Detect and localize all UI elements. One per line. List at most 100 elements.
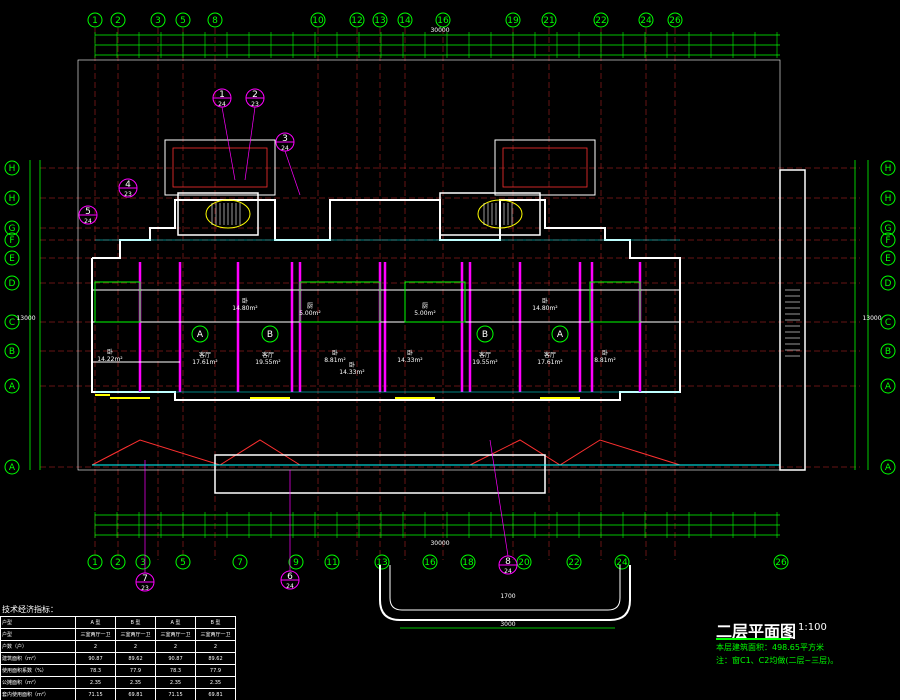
balcony-dim-top: 1700	[500, 593, 515, 600]
table-cell: 三室两厅一卫	[155, 628, 196, 641]
bathroom-block	[94, 281, 141, 323]
grid-label-bottom-bubble	[422, 554, 438, 570]
room-name: 卧	[332, 349, 338, 357]
room-name: 卧	[107, 348, 113, 356]
drawing-scale: 1:100	[798, 622, 827, 633]
callout-leader	[489, 439, 509, 557]
table-cell: 套内使用面积（m²）	[0, 688, 76, 700]
table-cell: 建筑面积（m²）	[0, 652, 76, 665]
balcony-dim-bottom: 3000	[500, 621, 515, 628]
grid-label-top: 22	[595, 16, 606, 26]
grid-label-right: E	[885, 254, 891, 264]
detail-callout-number: 8	[505, 557, 511, 567]
grid-label-top-bubble	[110, 12, 126, 28]
room-name: 客厅	[199, 351, 211, 359]
grid-label-bottom: 16	[424, 558, 436, 568]
table-cell: B 型	[115, 616, 156, 629]
grid-label-top-bubble	[372, 12, 388, 28]
balcony-detail	[379, 565, 631, 621]
room-name: 卧	[242, 297, 248, 305]
site-boundary	[77, 59, 781, 471]
table-cell: 三室两厅一卫	[195, 628, 236, 641]
grid-label-left: A	[9, 463, 16, 473]
detail-callout-sheet: 24	[504, 568, 512, 575]
detail-callout-number: 1	[219, 90, 225, 100]
title-underline	[716, 638, 790, 640]
table-cell: 三室两厅一卫	[75, 628, 116, 641]
callout-leader	[221, 106, 236, 181]
callout-leader	[244, 106, 256, 181]
grid-label-right-bubble	[880, 343, 896, 359]
room-name: 厨	[307, 303, 313, 310]
grid-label-right-bubble	[880, 232, 896, 248]
table-cell: 2.35	[115, 676, 156, 689]
grid-label-bottom-bubble	[374, 554, 390, 570]
indicator-grid: 户型 A 型 B 型 A 型 B 型 户型 三室两厅一卫 三室两厅一卫 三室两厅…	[0, 616, 236, 700]
table-row: 使用面积系数（%） 78.3 77.9 78.3 77.9	[0, 664, 236, 677]
room-name: 卧	[602, 349, 608, 357]
balcony-detail-inner	[389, 565, 621, 611]
grid-label-left: G	[9, 224, 16, 234]
table-cell: 89.62	[195, 652, 236, 665]
grid-label-left-bubble	[4, 232, 20, 248]
detail-callout-sheet: 23	[251, 101, 259, 108]
table-cell: 77.9	[195, 664, 236, 677]
detail-callout-number: 6	[287, 572, 293, 582]
table-cell: 78.3	[75, 664, 116, 677]
grid-label-right: A	[885, 382, 892, 392]
grid-label-bottom: 22	[568, 558, 579, 568]
overall-width-bottom: 30000	[430, 540, 449, 547]
grid-label-top: 13	[374, 16, 385, 26]
grid-label-left-bubble	[4, 160, 20, 176]
table-cell: A 型	[75, 616, 116, 629]
grid-label-right: F	[885, 236, 890, 246]
balcony-outline	[469, 439, 780, 466]
grid-label-left-bubble	[4, 275, 20, 291]
detail-callout-sheet: 24	[84, 218, 92, 225]
roof-projection-inner	[172, 147, 268, 188]
grid-label-bottom-bubble	[614, 554, 630, 570]
grid-label-top: 5	[180, 16, 186, 26]
table-row: 户数（户） 2 2 2 2	[0, 640, 236, 653]
grid-label-top: 8	[212, 16, 218, 26]
room-area: 17.61m²	[192, 359, 218, 366]
table-cell: 2	[195, 640, 236, 653]
grid-label-left-bubble	[4, 190, 20, 206]
unit-type-label: A	[197, 330, 204, 340]
room-area: 8.81m²	[324, 357, 346, 364]
grid-label-right-bubble	[880, 459, 896, 475]
room-name: 卧	[349, 361, 355, 369]
room-area: 5.00m²	[299, 310, 321, 317]
detail-callout-number: 5	[85, 207, 91, 217]
grid-label-top: 2	[115, 16, 121, 26]
grid-label-left: E	[9, 254, 15, 264]
bathroom-block	[404, 281, 466, 323]
grid-label-right-bubble	[880, 160, 896, 176]
grid-label-top-bubble	[175, 12, 191, 28]
grid-label-bottom-bubble	[232, 554, 248, 570]
room-area: 14.33m²	[397, 357, 423, 364]
room-area: 5.00m²	[414, 310, 436, 317]
unit-type-bubble	[476, 325, 494, 343]
stair-landing	[477, 199, 523, 229]
grid-label-right-bubble	[880, 190, 896, 206]
detail-callout-sheet: 23	[124, 191, 132, 198]
grid-label-bottom: 3	[140, 558, 146, 568]
grid-label-right: A	[885, 463, 892, 473]
room-name: 客厅	[479, 351, 491, 359]
room-area: 14.80m²	[232, 305, 258, 312]
table-cell: 2	[115, 640, 156, 653]
grid-label-top-bubble	[207, 12, 223, 28]
grid-label-top-bubble	[397, 12, 413, 28]
table-cell: 使用面积系数（%）	[0, 664, 76, 677]
grid-label-bottom-bubble	[566, 554, 582, 570]
grid-label-left: A	[9, 382, 16, 392]
grid-label-top: 12	[351, 16, 362, 26]
detail-callout-number: 3	[282, 134, 288, 144]
room-name: 客厅	[544, 351, 556, 359]
table-header-row: 户型 A 型 B 型 A 型 B 型	[0, 616, 236, 629]
table-title: 技术经济指标：	[2, 605, 58, 614]
unit-type-bubble	[261, 325, 279, 343]
grid-label-right: H	[885, 194, 892, 204]
